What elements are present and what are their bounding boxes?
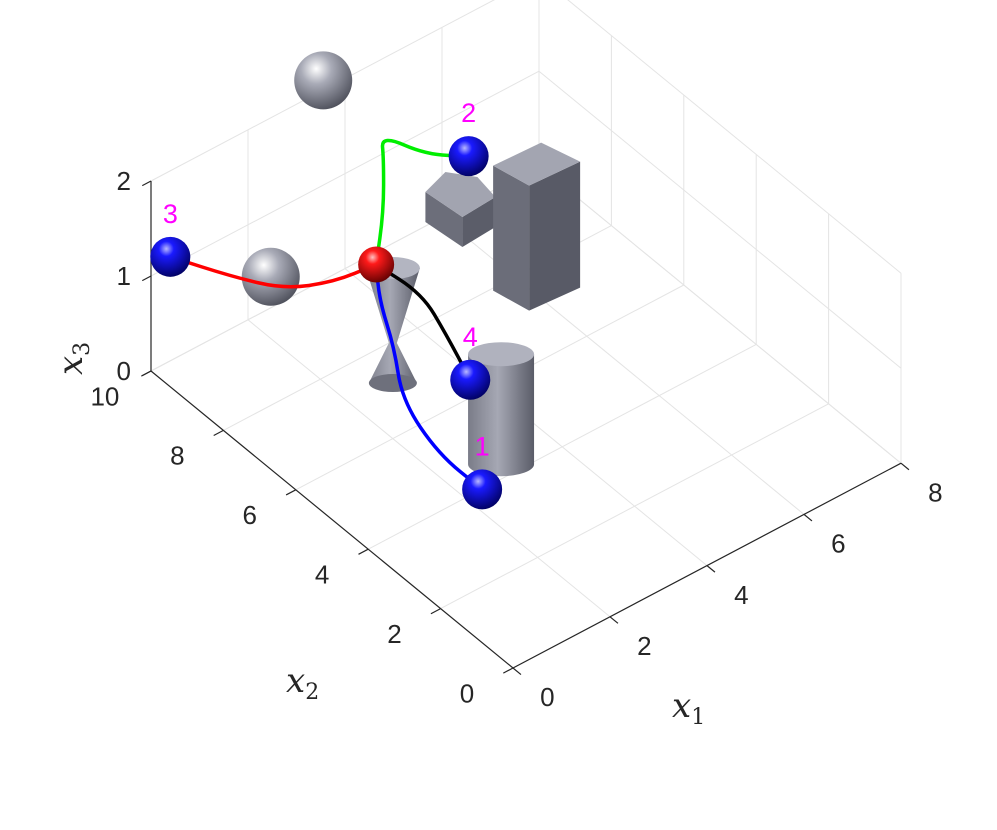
- agent-marker: [150, 236, 191, 277]
- grid-line: [150, 70, 540, 277]
- prism-top-face: [425, 172, 496, 217]
- x-axis-label: x1: [672, 686, 705, 730]
- svg-text:x3: x3: [51, 342, 95, 375]
- x-tick-label: 6: [831, 529, 845, 559]
- x-tick-mark: [706, 565, 716, 573]
- obstacle-sphere-body: [241, 247, 300, 306]
- agent-label: 4: [463, 322, 478, 352]
- z-tick-label: 2: [117, 166, 131, 196]
- obstacle-box: [493, 142, 581, 311]
- plot-area: 1 2 3 4: [150, 51, 581, 510]
- z-tick-mark: [141, 180, 152, 187]
- y-tick-label: 10: [90, 381, 119, 411]
- goal-marker: [358, 246, 395, 283]
- agent-label: 2: [461, 98, 476, 128]
- x-tick-mark: [512, 667, 522, 675]
- grid-line: [367, 343, 757, 550]
- x-tick-label: 8: [928, 477, 942, 507]
- y-tick-mark: [358, 548, 369, 555]
- hourglass-base: [368, 374, 417, 393]
- agent-marker: [448, 136, 489, 177]
- box-side-face: [529, 161, 581, 311]
- trajectory-agent-1: [374, 262, 484, 492]
- y-tick-mark: [285, 489, 297, 496]
- grid: [150, 0, 902, 669]
- x-tick-label: 4: [734, 580, 748, 610]
- x-tick-mark: [803, 513, 813, 522]
- obstacle-sphere-body: [294, 51, 353, 110]
- x-tick-label: 0: [540, 682, 554, 712]
- y-axis-line: [150, 370, 514, 669]
- agent-marker: [450, 359, 491, 400]
- agent-marker: [462, 469, 503, 510]
- y-tick-mark: [430, 608, 441, 615]
- y-tick-label: 8: [170, 441, 184, 471]
- y-tick-mark: [213, 429, 224, 437]
- prism-front-face: [425, 192, 463, 247]
- z-axis-label: x3: [51, 342, 95, 375]
- hourglass-body: [365, 268, 420, 384]
- axis-labels: x1 x2 x3: [51, 342, 705, 730]
- agent-label: 1: [475, 431, 490, 461]
- x-tick-label: 2: [637, 631, 651, 661]
- obstacle-hexagonal-prism: [425, 172, 496, 247]
- prism-side-face: [462, 197, 496, 247]
- y-tick-label: 2: [387, 619, 401, 649]
- grid-line: [567, 0, 902, 274]
- y-tick-label: 6: [242, 500, 256, 530]
- z-tick-mark: [141, 275, 152, 282]
- box-front-face: [493, 165, 530, 311]
- agent-label: 3: [163, 199, 178, 229]
- z-tick-mark: [141, 370, 152, 377]
- x-tick-mark: [900, 462, 910, 471]
- obstacle-sphere: [241, 247, 300, 306]
- z-tick-label: 1: [117, 261, 131, 291]
- box-top-face: [493, 142, 581, 186]
- y-tick-label: 0: [460, 678, 474, 708]
- y-axis-label: x2: [286, 661, 319, 705]
- y-tick-mark: [503, 667, 514, 674]
- cylinder-top: [468, 342, 535, 367]
- grid-line: [440, 403, 829, 610]
- y-tick-label: 4: [315, 560, 329, 590]
- grid-line: [538, 165, 902, 464]
- grid-line: [247, 319, 611, 618]
- x-tick-mark: [609, 616, 619, 624]
- z-tick-label: 0: [117, 356, 131, 386]
- obstacle-sphere: [294, 51, 353, 110]
- grid-line: [538, 70, 902, 369]
